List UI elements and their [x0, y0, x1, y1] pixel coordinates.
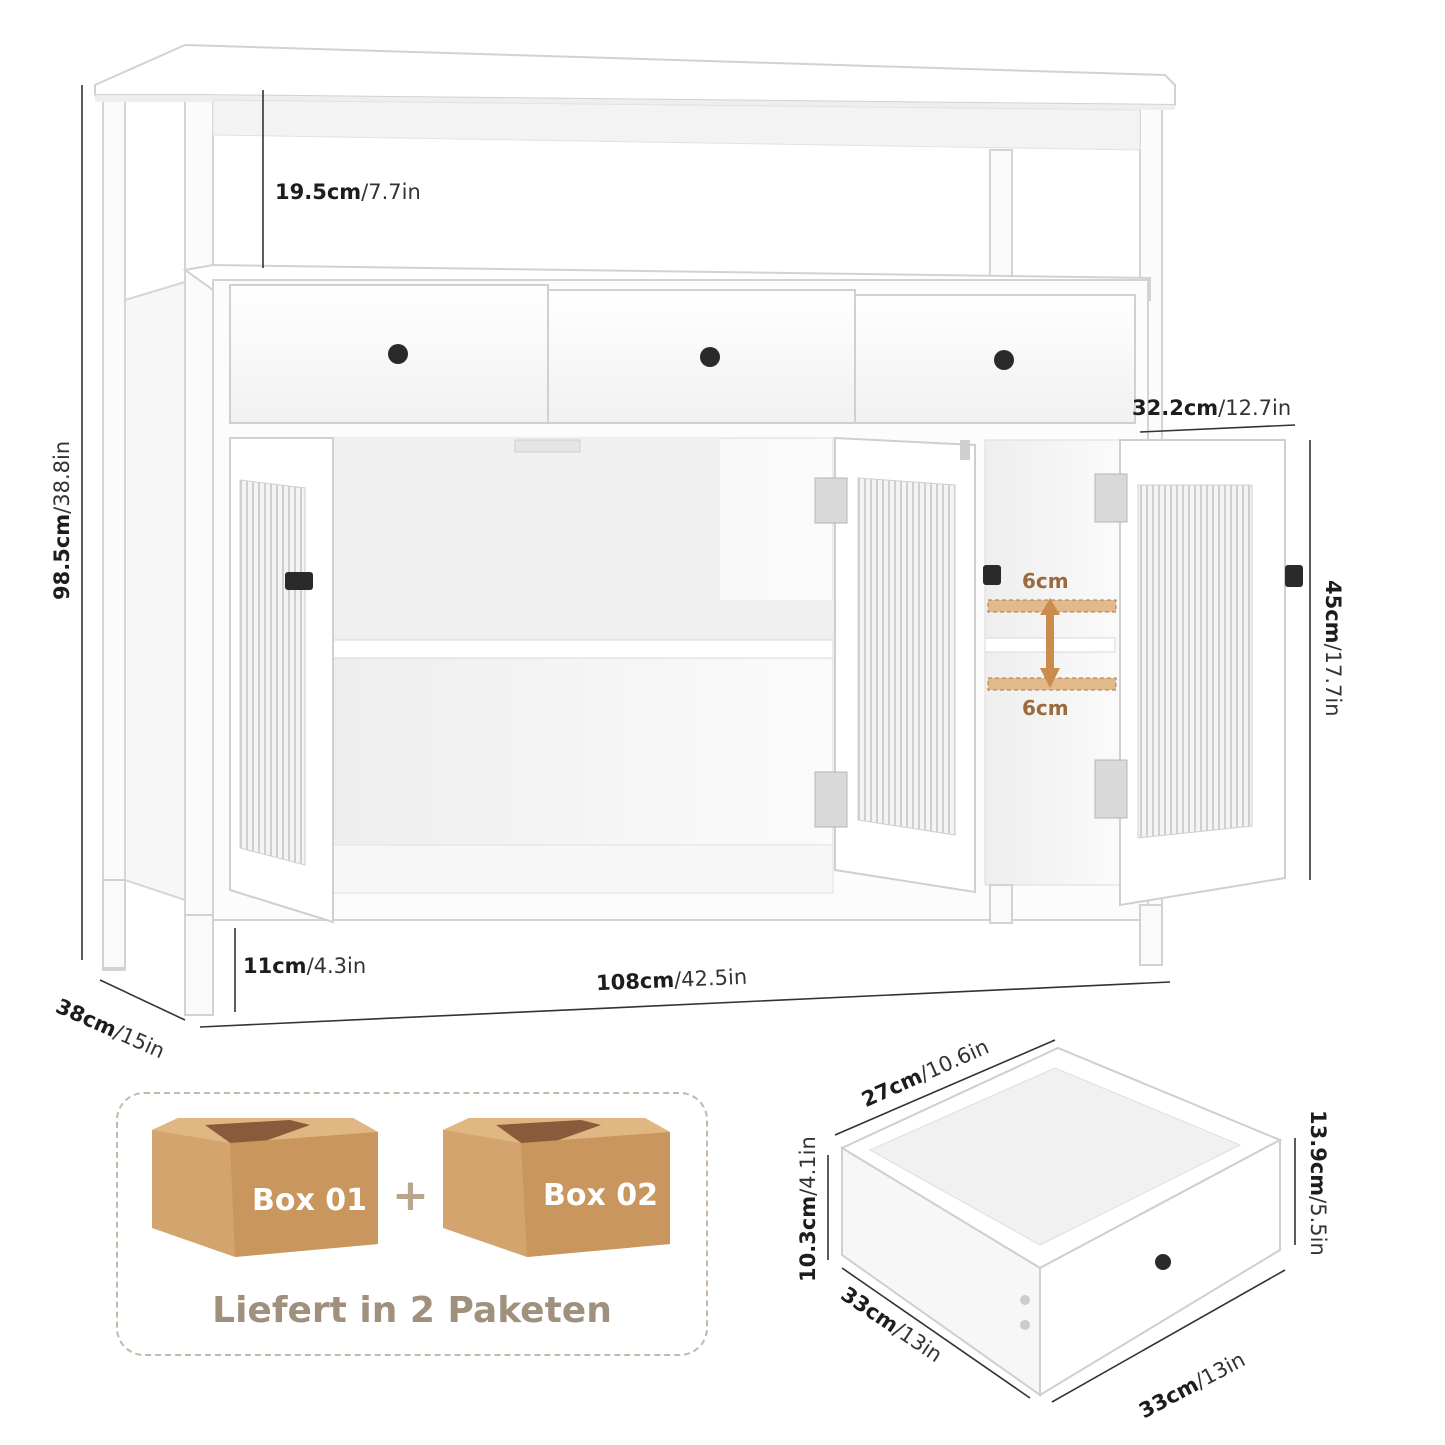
drawer-knobs — [388, 344, 1014, 370]
box-02-illustration: Box 02 — [443, 1118, 670, 1257]
dimension-lines — [81, 85, 1311, 1028]
legs — [102, 879, 1163, 1016]
packages-panel — [116, 1092, 708, 1356]
packages-caption: Liefert in 2 Paketen — [212, 1290, 612, 1331]
shelf-height-label: 19.5cm/7.7in — [275, 180, 421, 204]
inner-depth-label: 32.2cm/12.7in — [1132, 396, 1292, 420]
drawer-detail — [827, 1039, 1296, 1403]
box-01-illustration: Box 01 — [152, 1118, 378, 1257]
leg-height-label: 11cm/4.3in — [243, 954, 367, 978]
shelf-adjust-up-label: 6cm — [1022, 569, 1069, 593]
box-01-label: Box 01 — [252, 1183, 367, 1218]
cabinet-height-label: 45cm/17.7in — [1321, 580, 1345, 717]
drawer-front-height-label: 13.9cm/5.5in — [1306, 1110, 1330, 1256]
shelf-adjust-down-label: 6cm — [1022, 696, 1069, 720]
plus-sign: + — [392, 1170, 429, 1221]
box-02-label: Box 02 — [543, 1178, 658, 1213]
side-panel — [124, 280, 186, 902]
drawer-inner-height-label: 10.3cm/4.1in — [796, 1136, 820, 1282]
shelf-adjust-indicator: 6cm 6cm — [987, 569, 1117, 720]
total-height-label: 98.5cm/38.8in — [50, 440, 74, 600]
